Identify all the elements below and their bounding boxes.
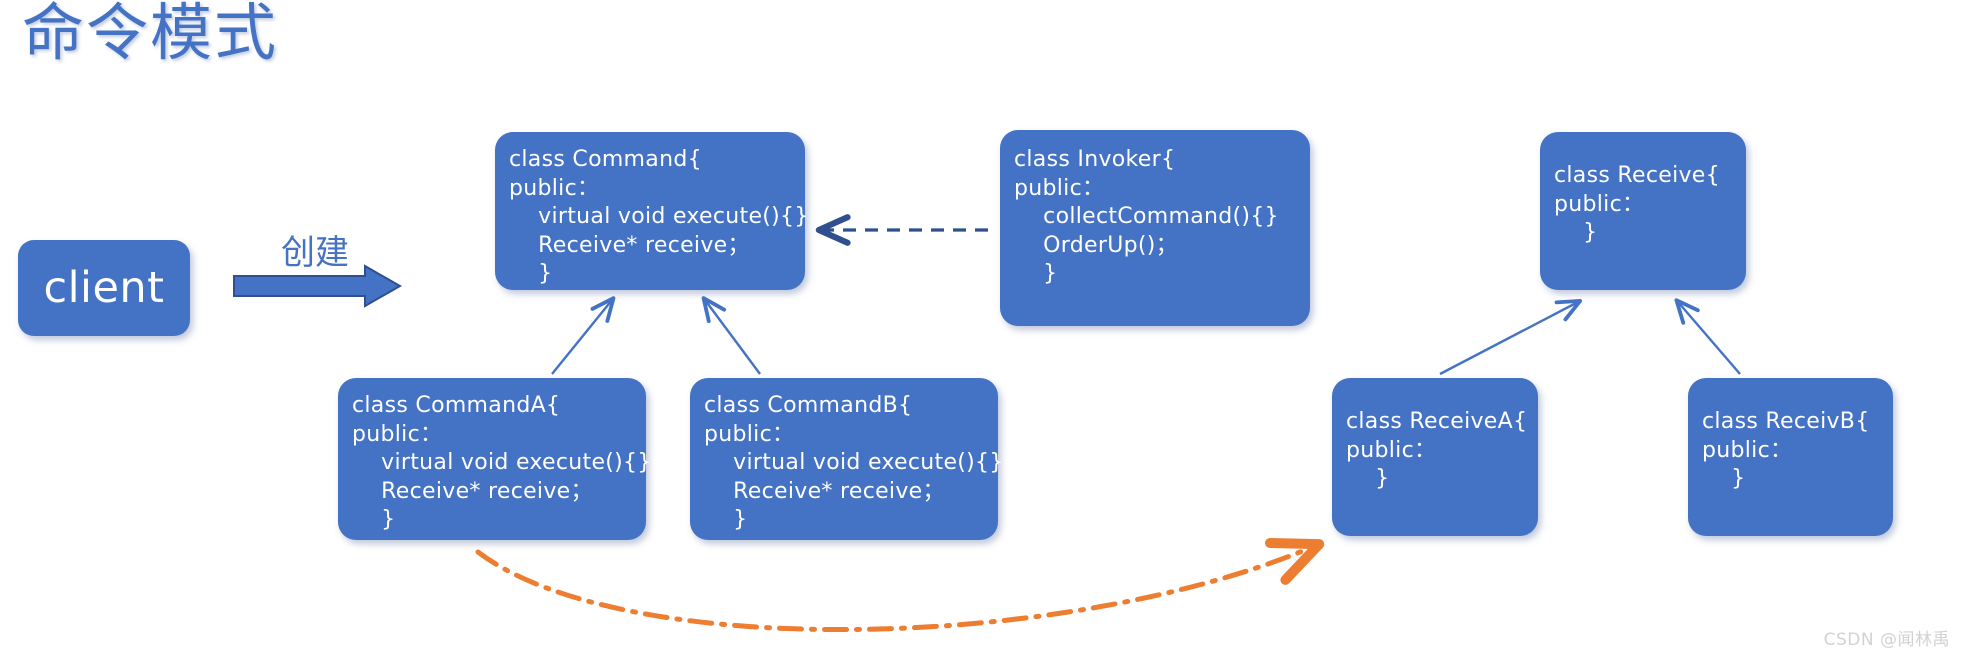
class-box-commanda[interactable]: class CommandA{ public： virtual void exe… — [338, 378, 652, 540]
arrow-commandb-to-command — [701, 296, 761, 375]
client-node[interactable]: client — [18, 240, 190, 336]
arrow-commanda-to-receivea — [475, 537, 1325, 632]
watermark: CSDN @闻林禹 — [1823, 630, 1950, 650]
create-arrow-label: 创建 — [281, 235, 349, 272]
client-label: client — [43, 263, 165, 313]
class-box-invoker[interactable]: class Invoker{ public： collectCommand(){… — [1000, 130, 1310, 326]
class-box-commandb[interactable]: class CommandB{ public： virtual void exe… — [690, 378, 1004, 540]
class-box-receive[interactable]: class Receive{ public： } — [1540, 132, 1746, 290]
arrow-receivea-to-receive — [1439, 298, 1583, 376]
class-code-receivb: class ReceivB{ public： } — [1702, 409, 1870, 492]
class-code-commanda: class CommandA{ public： virtual void exe… — [352, 393, 652, 533]
class-code-command: class Command{ public： virtual void exec… — [509, 147, 809, 287]
class-code-receivea: class ReceiveA{ public： } — [1346, 409, 1528, 492]
class-code-receive: class Receive{ public： } — [1554, 163, 1720, 246]
arrow-commanda-to-command — [551, 296, 616, 375]
page-title: 命令模式 — [22, 0, 279, 68]
class-box-receivb[interactable]: class ReceivB{ public： } — [1688, 378, 1893, 536]
class-box-receivea[interactable]: class ReceiveA{ public： } — [1332, 378, 1538, 536]
class-box-command[interactable]: class Command{ public： virtual void exec… — [495, 132, 809, 290]
class-code-invoker: class Invoker{ public： collectCommand(){… — [1014, 147, 1279, 287]
class-code-commandb: class CommandB{ public： virtual void exe… — [704, 393, 1004, 533]
arrow-receivb-to-receive — [1674, 298, 1741, 375]
